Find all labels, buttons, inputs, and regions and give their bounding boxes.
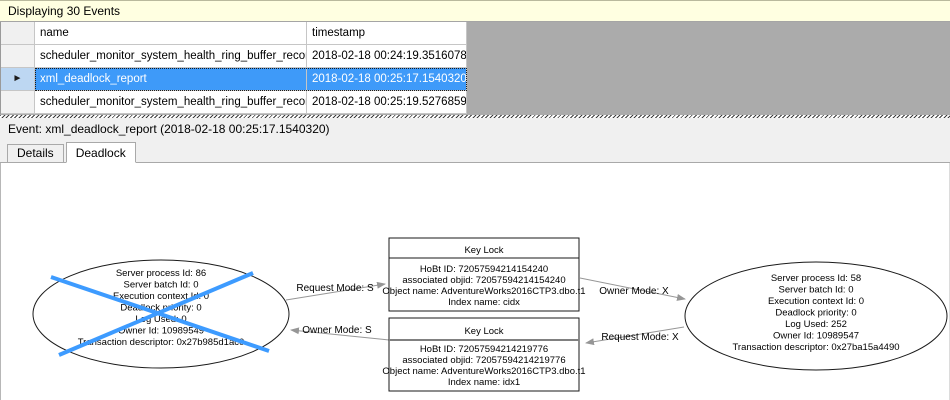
event-timestamp-cell: 2018-02-18 00:24:19.3516078 xyxy=(307,45,467,68)
edge-request-mode-s: Request Mode: S xyxy=(285,281,386,301)
node-text: Index name: idx1 xyxy=(448,377,520,388)
event-timestamp-cell: 2018-02-18 00:25:19.5276859 xyxy=(307,91,467,114)
node-text: Execution context Id: 0 xyxy=(768,296,864,307)
node-text: Owner Id: 10989547 xyxy=(773,331,859,342)
grid-splitter[interactable] xyxy=(0,115,950,118)
edge-label: Owner Mode: S xyxy=(302,325,372,336)
tab-deadlock[interactable]: Deadlock xyxy=(65,142,136,163)
node-text: Transaction descriptor: 0x27b985d1ac0 xyxy=(78,337,245,348)
table-row[interactable]: scheduler_monitor_system_health_ring_buf… xyxy=(1,45,469,68)
resource-node-key-lock-bottom[interactable]: Key Lock HoBt ID: 72057594214219776 asso… xyxy=(382,317,586,392)
events-count-bar: Displaying 30 Events xyxy=(0,0,950,22)
node-text: Server process Id: 58 xyxy=(771,273,861,284)
edge-owner-mode-x: Owner Mode: X xyxy=(579,277,686,301)
row-selector-cell[interactable] xyxy=(1,45,35,68)
node-text: associated objid: 72057594214154240 xyxy=(402,275,565,286)
node-text: Server batch Id: 0 xyxy=(124,280,199,291)
victim-cross-icon xyxy=(50,271,270,357)
node-text: HoBt ID: 72057594214154240 xyxy=(420,264,548,275)
node-text: Index name: cidx xyxy=(448,297,520,308)
deadlock-graph-panel: Request Mode: S Owner Mode: S Owner Mode… xyxy=(0,163,950,400)
edge-label: Owner Mode: X xyxy=(599,286,669,297)
events-grid: name timestamp scheduler_monitor_system_… xyxy=(0,22,469,114)
edge-request-mode-x: Request Mode: X xyxy=(585,326,685,346)
selected-row-arrow-icon: ► xyxy=(12,73,23,84)
node-text: Object name: AdventureWorks2016CTP3.dbo.… xyxy=(382,286,585,297)
event-timestamp-cell: 2018-02-18 00:25:17.1540320 xyxy=(307,68,467,91)
node-title: Key Lock xyxy=(464,326,503,337)
detail-tabstrip: Details Deadlock xyxy=(0,141,950,163)
event-name-cell: scheduler_monitor_system_health_ring_buf… xyxy=(35,91,307,114)
resource-node-key-lock-top[interactable]: Key Lock HoBt ID: 72057594214154240 asso… xyxy=(382,237,586,312)
node-text: Log Used: 252 xyxy=(785,319,847,330)
node-text: Transaction descriptor: 0x27ba15a4490 xyxy=(732,342,899,353)
node-text: HoBt ID: 72057594214219776 xyxy=(420,344,548,355)
node-text: Execution context Id: 0 xyxy=(113,291,209,302)
node-text: associated objid: 72057594214219776 xyxy=(402,355,565,366)
table-row-selected[interactable]: ► xml_deadlock_report 2018-02-18 00:25:1… xyxy=(1,68,469,91)
column-header-timestamp[interactable]: timestamp xyxy=(307,22,467,45)
node-text: Deadlock priority: 0 xyxy=(120,303,201,314)
edge-owner-mode-s: Owner Mode: S xyxy=(290,325,390,341)
column-header-name[interactable]: name xyxy=(35,22,307,45)
node-title: Key Lock xyxy=(464,245,503,256)
events-grid-zone: name timestamp scheduler_monitor_system_… xyxy=(0,22,950,115)
node-text: Owner Id: 10989549 xyxy=(118,326,204,337)
deadlock-graph: Request Mode: S Owner Mode: S Owner Mode… xyxy=(32,237,948,392)
node-text: Object name: AdventureWorks2016CTP3.dbo.… xyxy=(382,366,585,377)
grid-header-row: name timestamp xyxy=(1,22,469,45)
node-text: Server process Id: 86 xyxy=(116,268,206,279)
event-name-cell: scheduler_monitor_system_health_ring_buf… xyxy=(35,45,307,68)
process-node-victim[interactable]: Server process Id: 86 Server batch Id: 0… xyxy=(32,259,290,369)
event-name-cell: xml_deadlock_report xyxy=(35,68,307,91)
tab-details[interactable]: Details xyxy=(7,144,64,162)
table-row[interactable]: scheduler_monitor_system_health_ring_buf… xyxy=(1,91,469,114)
node-text: Server batch Id: 0 xyxy=(779,285,854,296)
edge-label: Request Mode: X xyxy=(601,332,679,343)
edge-label: Request Mode: S xyxy=(296,283,374,294)
node-text: Deadlock priority: 0 xyxy=(775,308,856,319)
process-node-right[interactable]: Server process Id: 58 Server batch Id: 0… xyxy=(684,261,948,371)
row-selector-cell[interactable] xyxy=(1,91,35,114)
node-text: Log Used: 0 xyxy=(135,314,186,325)
grid-corner-cell[interactable] xyxy=(1,22,35,45)
selected-event-caption: Event: xml_deadlock_report (2018-02-18 0… xyxy=(0,118,950,141)
row-selector-cell[interactable]: ► xyxy=(1,68,35,91)
